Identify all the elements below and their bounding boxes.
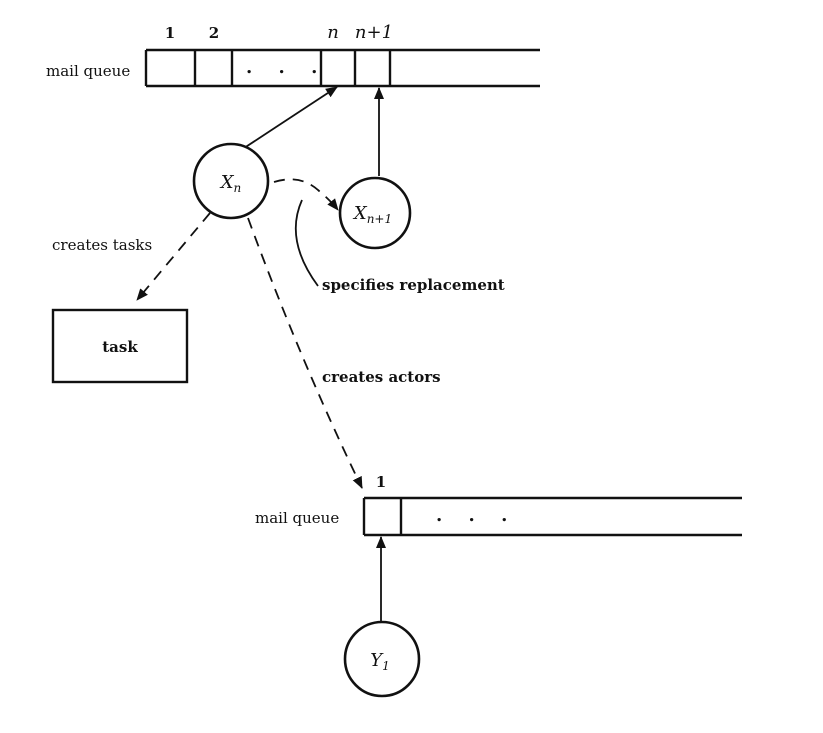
specifies-replacement-label: specifies replacement <box>322 276 505 294</box>
creates-actors-label: creates actors <box>322 368 441 386</box>
xn-to-xn1-dashed-arrow <box>273 178 339 211</box>
xn-to-slot-n-arrow <box>234 86 338 155</box>
top-slot-label-n: n <box>327 22 339 43</box>
top-slot-label-n-plus-1: n+1 <box>355 22 393 43</box>
bottom-slot-label-1: 1 <box>376 473 386 491</box>
top-slot-label-2: 2 <box>209 24 219 42</box>
top-queue-ellipsis: . . . <box>246 57 327 78</box>
creates-tasks-dashed-arrow <box>136 212 211 301</box>
specifies-replacement-leader <box>294 199 319 287</box>
creates-actors-dashed-arrow <box>247 217 363 489</box>
top-mail-queue-label: mail queue <box>46 62 130 80</box>
bottom-mail-queue-label: mail queue <box>255 509 339 527</box>
actor-y1-circle <box>343 620 421 698</box>
task-label: task <box>102 338 138 356</box>
task-box-rect <box>51 308 189 384</box>
bottom-mail-queue: mail queue . . . 1 <box>255 473 742 537</box>
actor-xn-circle <box>192 142 270 220</box>
actor-y1: Y1 <box>343 620 421 698</box>
actor-xn: Xn <box>192 142 270 220</box>
task-box: task <box>51 308 189 384</box>
actor-xn1-label: Xn+1 <box>352 203 392 226</box>
actor-xn1: Xn+1 <box>338 176 412 250</box>
top-slot-label-1: 1 <box>165 24 175 42</box>
bottom-queue-ellipsis: . . . <box>436 505 517 526</box>
actor-xn-label: Xn <box>219 172 242 195</box>
creates-tasks-label: creates tasks <box>52 236 152 254</box>
actor-y1-label: Y1 <box>370 650 390 673</box>
actor-xn1-circle <box>338 176 412 250</box>
top-mail-queue: mail queue . . . 1 2 n n+1 <box>46 22 540 88</box>
